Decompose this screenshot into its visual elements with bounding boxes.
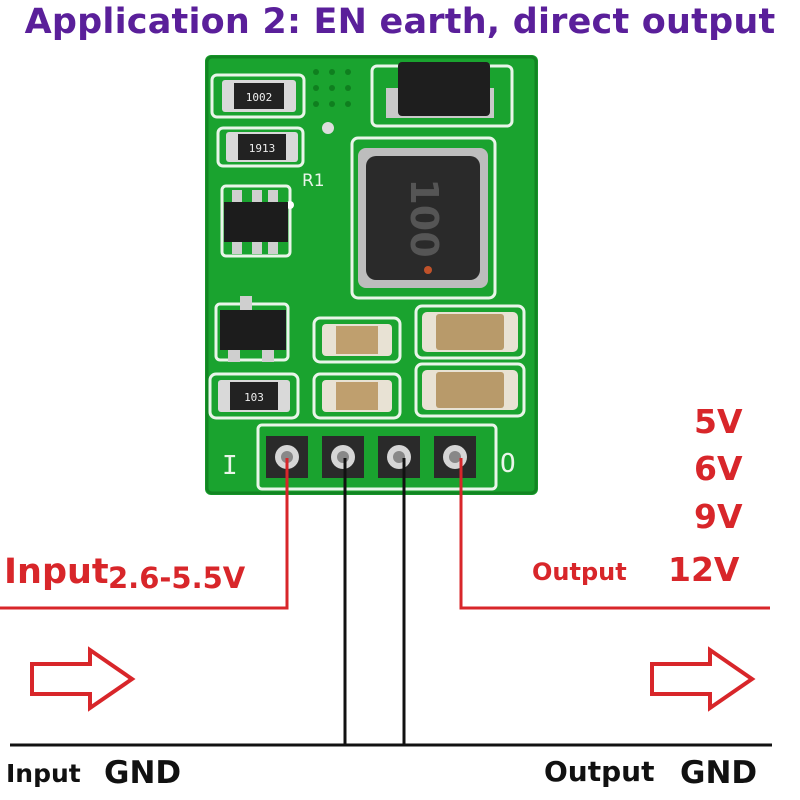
input-gnd-word: GND (104, 755, 182, 791)
pin-output-marker: O (500, 449, 516, 479)
pin-input-marker: I (222, 451, 238, 481)
input-wire (0, 458, 289, 610)
resistor-code-3: 103 (244, 391, 264, 404)
output-label: Output (532, 558, 627, 586)
resistor-code-2: 1913 (249, 142, 276, 155)
output-voltage-6v: 6V (694, 449, 743, 488)
output-voltage-12v: 12V (668, 550, 740, 589)
input-voltage: 2.6-5.5V (108, 561, 246, 595)
pin-header (266, 436, 476, 478)
output-gnd-word: GND (680, 755, 758, 791)
inductor-code: 100 (402, 178, 446, 257)
input-gnd-label: Input (6, 759, 81, 788)
page-title: Application 2: EN earth, direct output (24, 2, 776, 42)
output-voltage-5v: 5V (694, 402, 743, 441)
input-arrow-icon (30, 646, 136, 712)
resistor-code-1: 1002 (246, 91, 273, 104)
output-wire (459, 458, 770, 610)
output-voltage-9v: 9V (694, 497, 743, 536)
output-arrow-icon (650, 646, 756, 712)
input-label: Input (4, 552, 109, 592)
r1-label: R1 (302, 171, 325, 191)
output-gnd-label: Output (544, 755, 655, 788)
